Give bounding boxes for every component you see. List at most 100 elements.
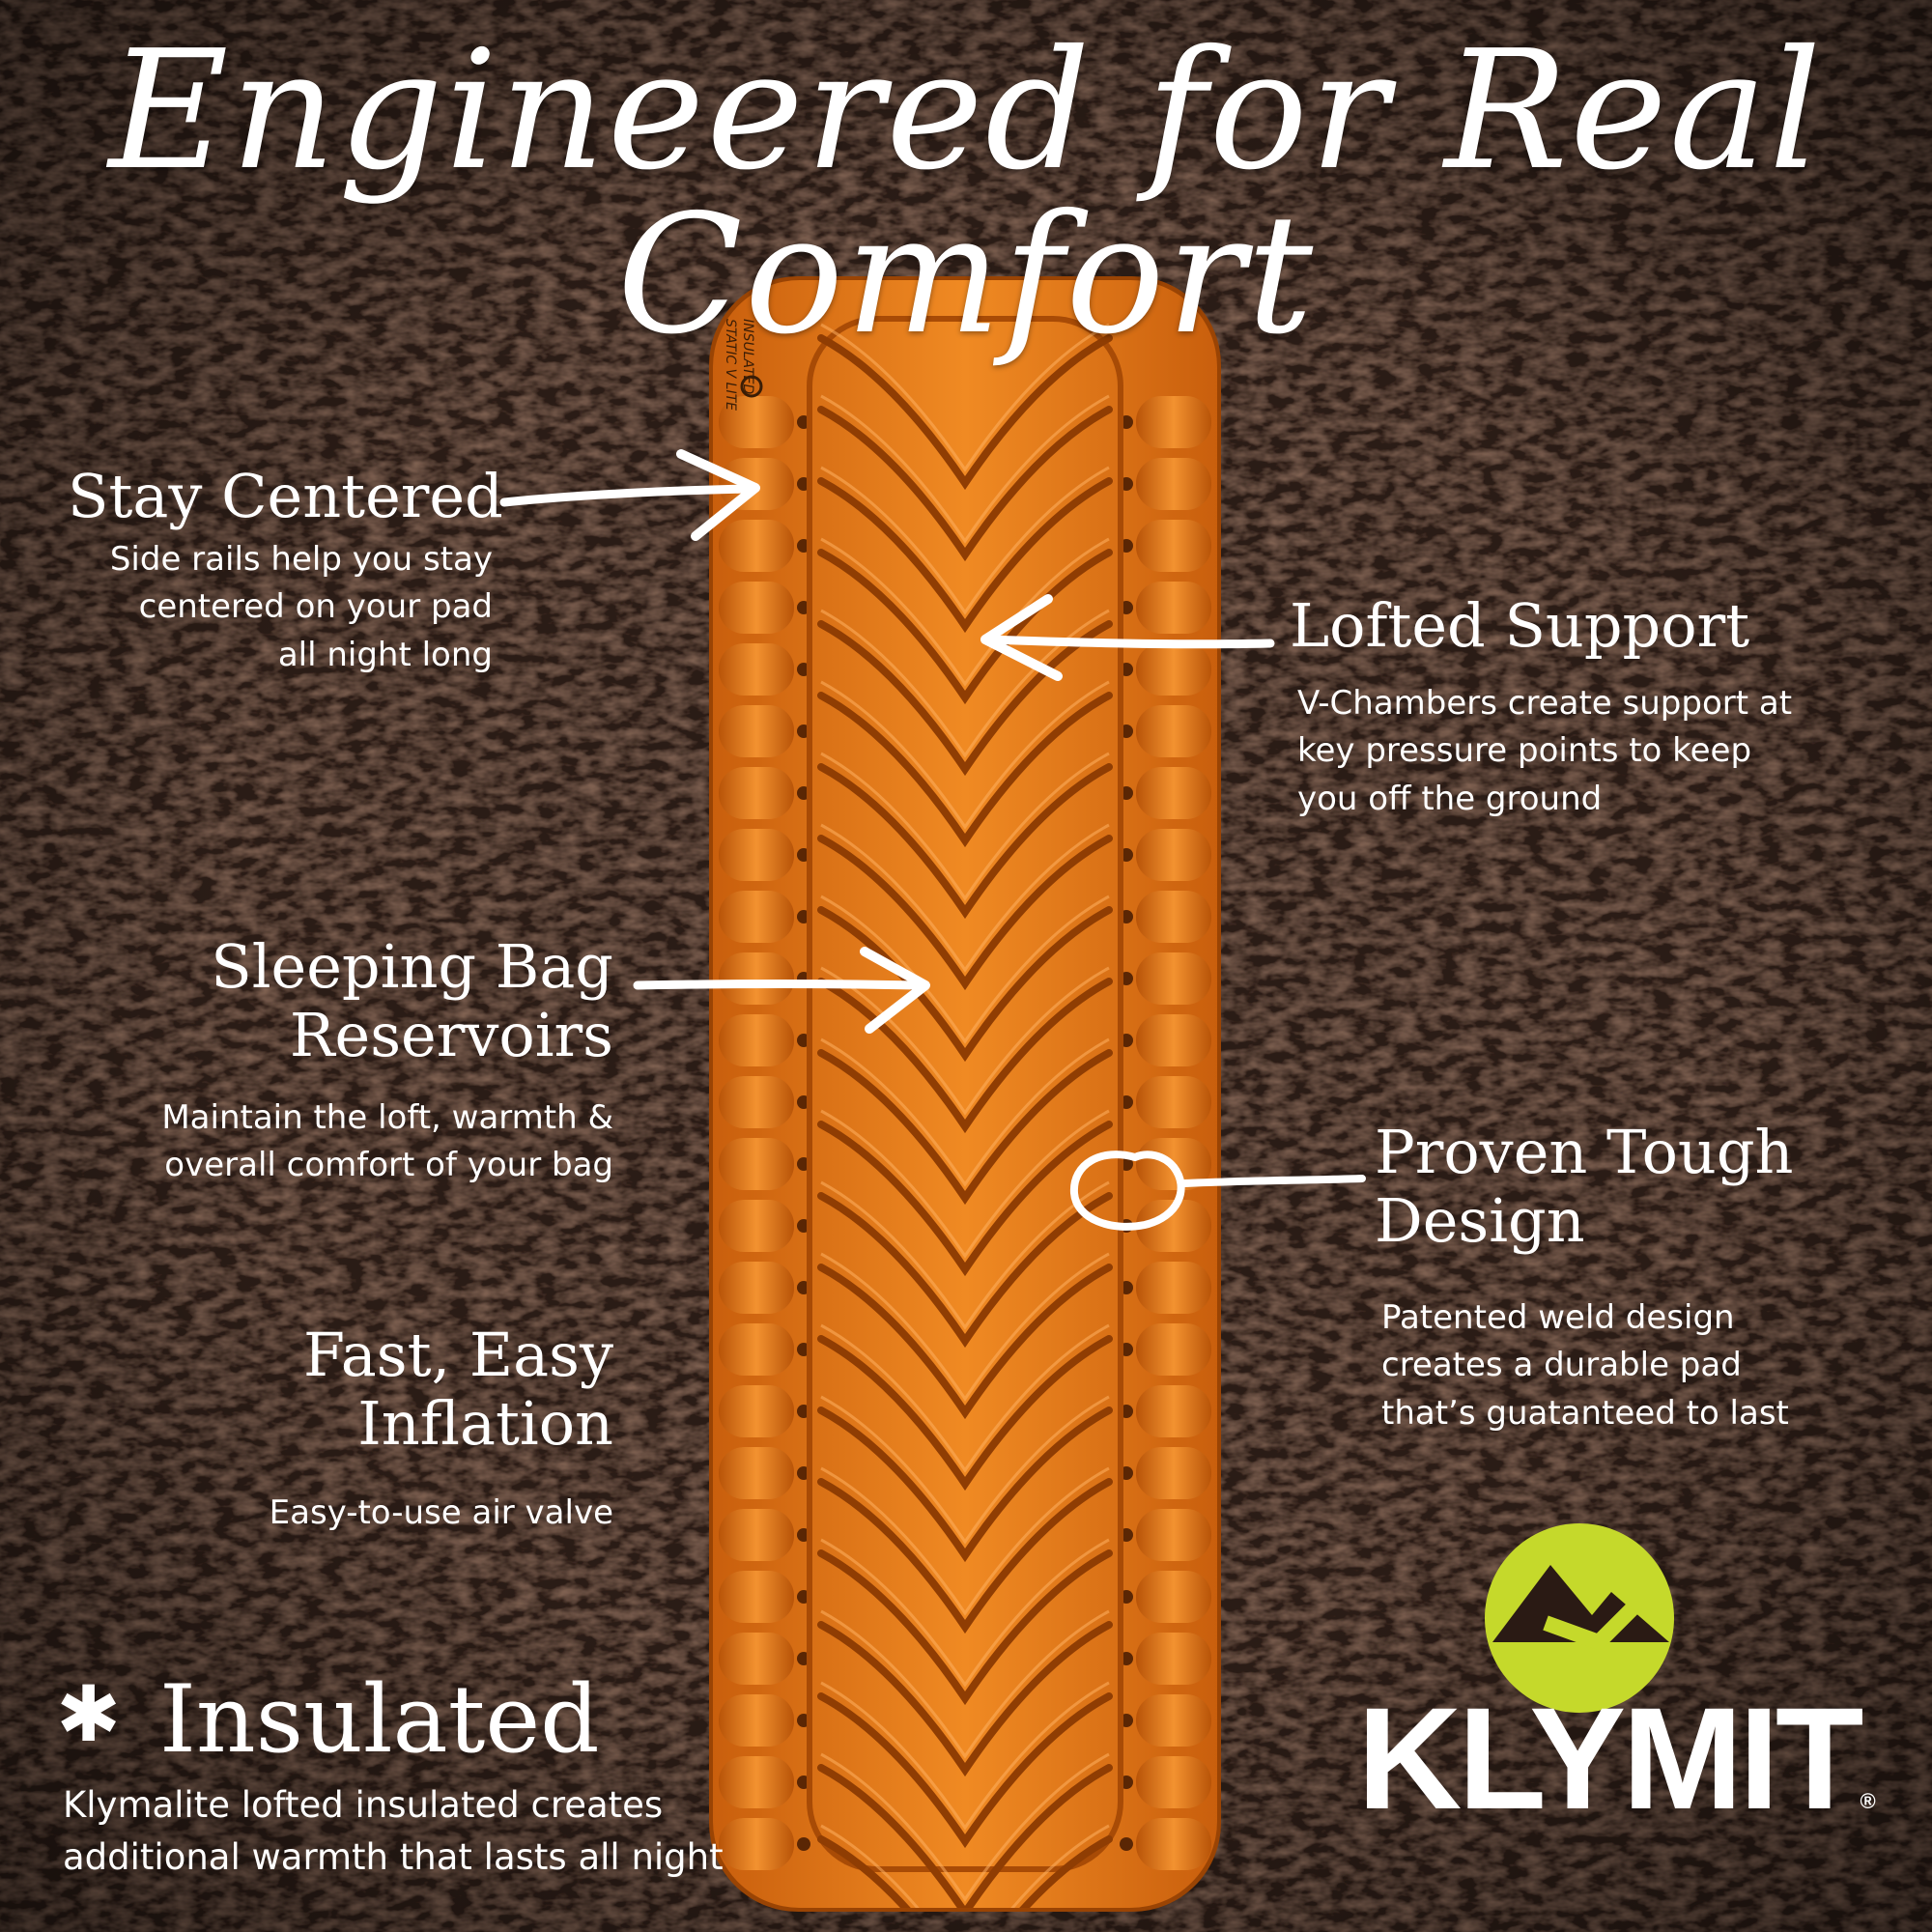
v-chamber-highlight (820, 537, 1110, 687)
v-chamber-highlight (820, 966, 1110, 1116)
v-chamber-weld (817, 1121, 1113, 1277)
feature-description: Easy-to-use air valve (174, 1490, 613, 1537)
v-chamber-weld (817, 1335, 1113, 1492)
side-rail-segment (719, 705, 794, 757)
side-rail-segment (1136, 1694, 1211, 1747)
description-line: creates a durable pad (1381, 1346, 1742, 1385)
v-chamber-weld (817, 1621, 1113, 1777)
side-rail-segment (719, 1200, 794, 1252)
v-chamber-weld (817, 906, 1113, 1063)
klymit-logo-mark (1485, 1523, 1674, 1713)
v-chamber-weld (817, 1549, 1113, 1706)
description-line: you off the ground (1297, 779, 1603, 818)
side-rail-segment (1136, 1200, 1211, 1252)
weld-point (797, 1837, 810, 1851)
side-rail-segment (719, 1571, 794, 1623)
feature-heading: Lofted Support (1290, 590, 1750, 661)
side-rail-segment (719, 891, 794, 943)
side-rail-segment (1136, 1323, 1211, 1376)
v-chamber-weld (817, 1264, 1113, 1420)
v-chamber-highlight (820, 1395, 1110, 1545)
asterisk-icon: ✱ (56, 1669, 122, 1759)
v-chamber-highlight (820, 1609, 1110, 1759)
v-chamber-highlight (820, 466, 1110, 615)
page-title: Engineered for Real Comfort (108, 15, 1824, 371)
sleeping-bag-arrow (633, 947, 930, 1034)
brand-name: KLYMIT (1357, 1677, 1863, 1839)
side-rail-segment (719, 1447, 794, 1499)
side-rail-segment (719, 829, 794, 881)
feature-description: Side rails help you stay centered on you… (39, 536, 493, 679)
feature-heading: Stay Centered (68, 461, 503, 531)
side-rail-segment (1136, 1509, 1211, 1561)
feature-heading: Fast, Easy Inflation (174, 1321, 613, 1459)
heading-line: Sleeping Bag (211, 931, 613, 1002)
pad-label-line: STATIC V LITE (723, 319, 738, 411)
side-rail-segment (719, 1818, 794, 1870)
side-rail-segment (719, 1694, 794, 1747)
v-chamber-weld (817, 477, 1113, 634)
heading-line: Reservoirs (289, 1000, 613, 1071)
heading-line: Proven Tough (1375, 1117, 1794, 1187)
side-rail-segment (719, 1014, 794, 1066)
feature-heading: Insulated (159, 1665, 600, 1774)
v-chamber-weld (817, 1764, 1113, 1908)
v-chamber-weld (817, 620, 1113, 777)
v-chamber-highlight (820, 1037, 1110, 1187)
side-rail-segment (719, 1385, 794, 1437)
v-chamber-weld (817, 334, 1113, 491)
side-rail-segment (1136, 458, 1211, 510)
side-rail-segment (719, 1138, 794, 1190)
v-chamber-highlight (820, 394, 1110, 544)
side-rail-segment (1136, 767, 1211, 819)
description-line: Patented weld design (1381, 1298, 1735, 1337)
feature-heading: Proven Tough Design (1375, 1118, 1793, 1256)
heading-line: Inflation (357, 1388, 613, 1460)
side-rail-segment (1136, 643, 1211, 696)
side-rail-segment (719, 1262, 794, 1314)
v-chamber-weld (817, 406, 1113, 562)
side-rail-segment (1136, 582, 1211, 634)
inner-weld-border (807, 316, 1123, 1872)
side-rail-segment (719, 952, 794, 1005)
v-chamber-highlight (820, 1109, 1110, 1259)
v-chamber-highlight (820, 1252, 1110, 1402)
feature-description: Maintain the loft, warmth & overall comf… (68, 1094, 613, 1190)
side-rail-segment (1136, 891, 1211, 943)
side-rail-segment (1136, 1385, 1211, 1437)
v-chamber-highlight (820, 1681, 1110, 1831)
description-line: key pressure points to keep (1297, 731, 1752, 771)
description-line: centered on your pad (138, 587, 493, 627)
side-rail-segment (719, 1633, 794, 1685)
side-rail-segment (1136, 1756, 1211, 1808)
side-rail-segment (719, 1756, 794, 1808)
side-rail-segment (719, 582, 794, 634)
heading-line: Fast, Easy (303, 1320, 613, 1390)
description-line: Easy-to-use air valve (269, 1493, 613, 1532)
description-line: Maintain the loft, warmth & (161, 1098, 613, 1137)
v-chamber-weld (817, 1692, 1113, 1849)
description-line: all night long (277, 635, 493, 674)
side-rail-segment (1136, 1571, 1211, 1623)
side-rail-segment (1136, 520, 1211, 572)
v-chamber-highlight (820, 1538, 1110, 1688)
lofted-support-arrow (980, 594, 1275, 681)
side-rail-segment (719, 767, 794, 819)
v-chamber-highlight (820, 752, 1110, 901)
side-rail-segment (1136, 1633, 1211, 1685)
side-rail-segment (719, 1509, 794, 1561)
side-rail-segment (719, 396, 794, 448)
feature-description: V-Chambers create support at key pressur… (1297, 680, 1916, 823)
side-rail-segment (1136, 1447, 1211, 1499)
side-rail-segment (719, 520, 794, 572)
side-rail-segment (1136, 952, 1211, 1005)
pad-print-logo (740, 375, 763, 398)
description-line: Side rails help you stay (109, 540, 493, 579)
description-line: Klymalite lofted insulated creates (63, 1784, 664, 1826)
v-chamber-weld (817, 835, 1113, 991)
side-rail-segment (719, 1076, 794, 1128)
registered-mark: ® (1860, 1789, 1876, 1813)
